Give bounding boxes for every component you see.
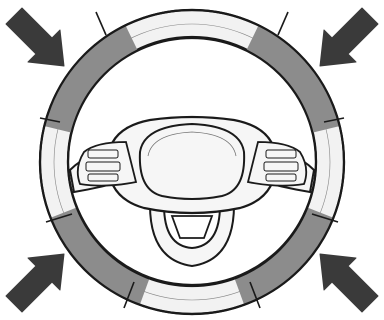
arrow-lower-left-icon — [6, 254, 64, 312]
wheel-hub — [108, 117, 276, 213]
left-switch-panel — [78, 142, 136, 186]
lower-spoke-opening — [172, 216, 212, 238]
right-switch-panel — [248, 142, 306, 186]
arrow-lower-right-icon — [320, 254, 378, 312]
arrow-upper-left-icon — [6, 8, 64, 66]
arrow-upper-right-icon — [320, 8, 378, 66]
